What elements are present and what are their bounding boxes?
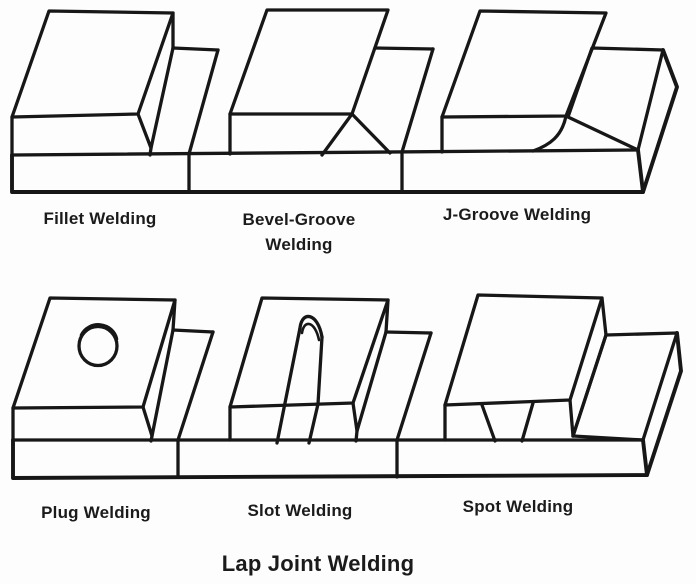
fillet-weld-bead bbox=[136, 112, 153, 157]
caption-slot-welding: Slot Welding bbox=[247, 501, 353, 520]
bottom-plate-back-edge-gap2 bbox=[384, 330, 433, 335]
bevel-groove-welding-figure bbox=[228, 8, 392, 157]
slot-cap-outer-arc bbox=[298, 314, 324, 339]
bottom-plate-division-1-diagonal bbox=[176, 330, 215, 442]
fillet-welding-figure bbox=[10, 9, 175, 157]
plug-block-top-face bbox=[11, 296, 177, 410]
j-groove-welding-figure bbox=[440, 9, 608, 154]
bottom-plate-outline bbox=[11, 438, 649, 480]
bottom-base-plate bbox=[11, 328, 649, 480]
j-block-top-face bbox=[440, 9, 608, 119]
spot-welding-figure bbox=[443, 293, 608, 443]
slot-block-top-face bbox=[228, 296, 390, 409]
j-groove-curve bbox=[531, 114, 568, 153]
plug-hole bbox=[77, 324, 119, 368]
fillet-block-footprint-edge bbox=[149, 46, 175, 150]
bevel-weld-toe-line bbox=[350, 112, 392, 155]
spot-block-top-face bbox=[443, 293, 604, 407]
bottom-row-lap-joint-bar bbox=[11, 293, 683, 480]
slot-block-corner-edge bbox=[351, 401, 359, 443]
bevel-groove-edge bbox=[320, 112, 354, 157]
bottom-plate-division-2-diagonal bbox=[395, 331, 433, 442]
slot-right-wall-top bbox=[316, 335, 324, 406]
plug-block-corner-edge bbox=[141, 405, 154, 443]
bottom-plate-back-edge-gap1 bbox=[171, 328, 215, 334]
slot-right-wall-front bbox=[307, 402, 320, 445]
caption-spot-welding: Spot Welding bbox=[462, 497, 574, 516]
plug-block-footprint-edge bbox=[150, 328, 175, 438]
top-plate-back-edge-gap1 bbox=[171, 46, 220, 52]
top-base-plate bbox=[10, 46, 645, 194]
spot-block-corner-edge bbox=[568, 398, 575, 438]
slot-block-back-edge bbox=[384, 298, 390, 334]
bottom-end-top-face bbox=[571, 331, 679, 442]
slot-cap-inner-arc bbox=[300, 322, 321, 342]
top-plate-division-1-diagonal bbox=[187, 48, 220, 156]
caption-j-groove-welding: J-Groove Welding bbox=[442, 205, 592, 224]
top-plate-outline bbox=[10, 148, 645, 194]
bevel-block-top-face bbox=[228, 8, 390, 116]
caption-bevel-groove-welding: Bevel-Groove Welding bbox=[242, 210, 356, 254]
slot-welding-figure bbox=[228, 296, 390, 445]
spot-weld-left-line bbox=[480, 403, 497, 443]
top-end-side-face bbox=[641, 48, 679, 194]
top-upper-plate-end bbox=[566, 46, 679, 194]
spot-block-back-edge bbox=[600, 296, 608, 337]
bottom-end-side-face bbox=[645, 331, 683, 477]
bottom-upper-plate-end bbox=[571, 331, 683, 477]
spot-weld-right-line bbox=[520, 401, 535, 443]
top-plate-division-2-diagonal bbox=[400, 47, 435, 154]
plug-welding-figure bbox=[11, 296, 177, 443]
fillet-block-top-face bbox=[10, 9, 175, 119]
slot-block-footprint-edge bbox=[355, 330, 388, 433]
caption-fillet-welding: Fillet Welding bbox=[43, 209, 157, 228]
top-plate-back-edge-gap2 bbox=[373, 46, 435, 51]
diagram-title: Lap Joint Welding bbox=[221, 551, 415, 576]
plug-block-back-edge bbox=[171, 298, 177, 332]
slot-left-wall bbox=[275, 326, 302, 445]
plug-hole-rim-arc bbox=[79, 323, 119, 341]
top-end-top-face bbox=[566, 46, 665, 152]
top-row-lap-joint-bar bbox=[10, 8, 679, 194]
caption-plug-welding: Plug Welding bbox=[41, 503, 151, 522]
